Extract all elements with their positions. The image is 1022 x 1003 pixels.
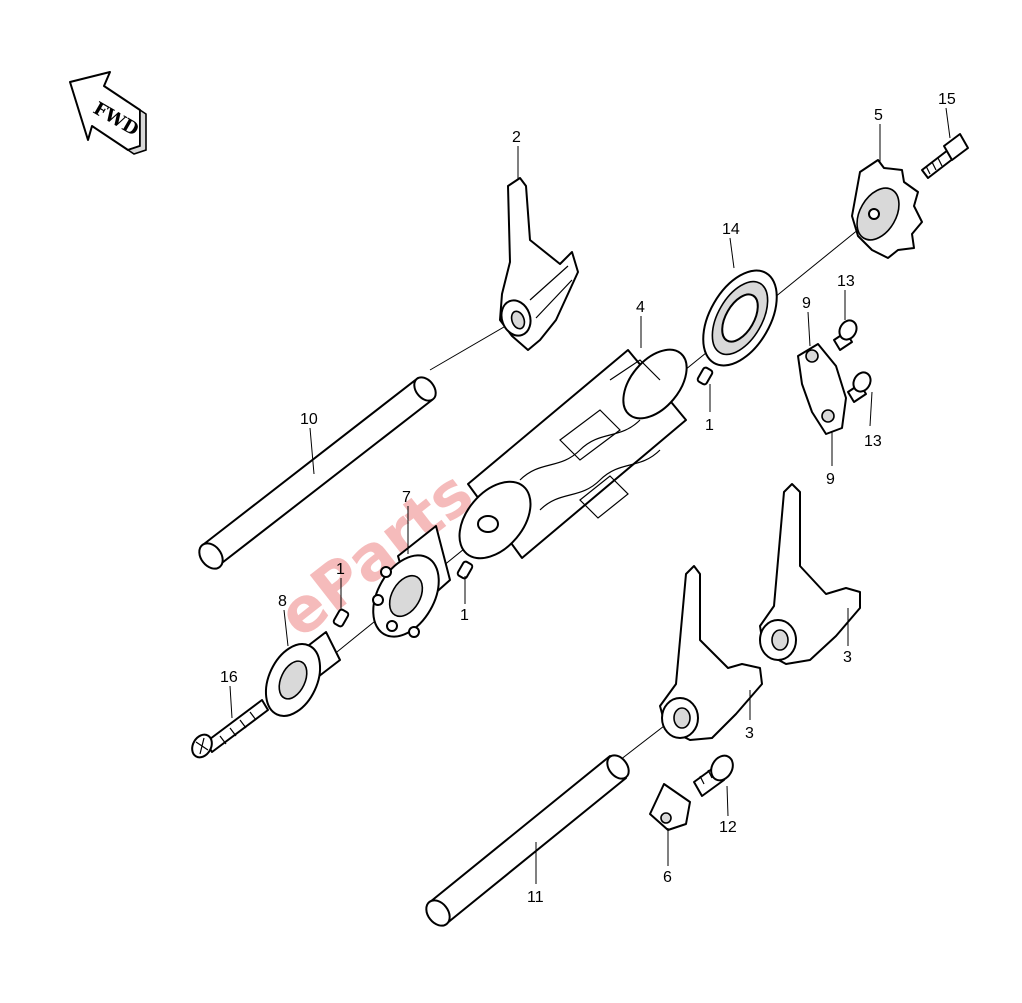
- callout-3-b: 3: [745, 725, 754, 742]
- callout-16: 16: [220, 669, 238, 686]
- part-14-bearing: [702, 269, 778, 367]
- part-3-shift-fork-left: [659, 565, 763, 741]
- callout-11: 11: [527, 889, 544, 906]
- callout-9-a: 9: [802, 295, 811, 312]
- part-9-stopper-plate: [797, 343, 847, 435]
- fork-shaft-upper-axis: [429, 319, 517, 371]
- part-1-pin-a: [696, 366, 714, 386]
- part-3-shift-fork-right: [759, 483, 861, 665]
- part-5-segment: [851, 159, 923, 259]
- callout-9-b: 9: [826, 471, 835, 488]
- callout-2: 2: [512, 129, 521, 146]
- leader-lines: [229, 107, 951, 884]
- part-15-bolt: [921, 133, 969, 179]
- part-1-pin-c: [332, 608, 350, 628]
- callout-10: 10: [300, 411, 318, 428]
- part-6-plate: [649, 783, 691, 831]
- part-12-bolt: [693, 754, 734, 797]
- part-10-fork-shaft: [198, 376, 437, 570]
- callout-14: 14: [722, 221, 740, 238]
- part-7-pin-plate: [372, 525, 451, 638]
- callout-4: 4: [636, 299, 645, 316]
- callout-5: 5: [874, 107, 883, 124]
- callouts: 2 5 15 14 4 1 9 13 13 9 10 7 1 1 8 16 3 …: [220, 91, 956, 906]
- callout-15: 15: [938, 91, 956, 108]
- callout-8: 8: [278, 593, 287, 610]
- callout-1-c: 1: [460, 607, 469, 624]
- callout-7: 7: [402, 489, 411, 506]
- part-1-pin-b: [456, 560, 474, 580]
- part-13-screw-b: [847, 371, 872, 403]
- callout-13-a: 13: [837, 273, 855, 290]
- callout-13-b: 13: [864, 433, 882, 450]
- part-8-collar: [264, 631, 341, 717]
- callout-1-b: 1: [336, 561, 345, 578]
- callout-3-a: 3: [843, 649, 852, 666]
- callout-1-a: 1: [705, 417, 714, 434]
- part-16-screw: [191, 699, 269, 759]
- part-13-screw-a: [833, 319, 858, 351]
- fwd-arrow-icon: FWD: [69, 71, 147, 155]
- part-2-shift-fork: [499, 177, 579, 351]
- callout-6: 6: [663, 869, 672, 886]
- part-4-shift-drum: [458, 348, 688, 560]
- callout-12: 12: [719, 819, 737, 836]
- part-11-fork-shaft: [425, 754, 630, 927]
